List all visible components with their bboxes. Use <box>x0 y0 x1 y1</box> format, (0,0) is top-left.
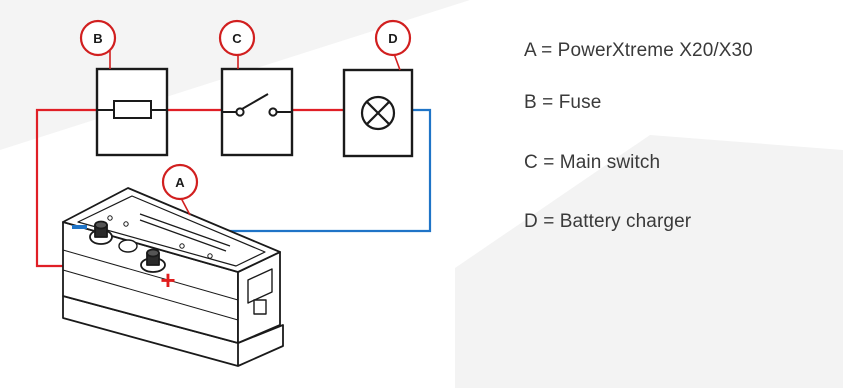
callout-b: B <box>79 19 117 57</box>
callout-a: A <box>161 163 199 201</box>
callout-a-ring <box>161 163 199 201</box>
negative-polarity-mark <box>72 225 87 229</box>
battery-indicator <box>118 239 138 253</box>
positive-polarity-mark: + <box>160 265 175 295</box>
fuse-component <box>95 67 169 157</box>
battery-top-inner <box>77 195 266 267</box>
legend-item-b: B = Fuse <box>524 92 602 113</box>
positive-terminal-cap <box>146 248 160 258</box>
battery-side-handle <box>247 268 273 304</box>
negative-wire <box>101 108 432 233</box>
legend-item-c: C = Main switch <box>524 152 661 173</box>
watermark-shape-right <box>455 135 843 388</box>
battery-front-groove-1 <box>62 249 239 301</box>
callout-d-letter: D <box>388 31 397 46</box>
legend-item-d: D = Battery charger <box>524 211 692 232</box>
battery-screw-1 <box>107 215 113 221</box>
battery-label-strip <box>139 213 231 247</box>
callout-a-letter: A <box>175 175 185 190</box>
callout-c-letter: C <box>232 31 242 46</box>
switch-contact-left <box>235 107 245 117</box>
callout-d: D <box>374 19 412 57</box>
battery-label-strip-2 <box>139 219 227 252</box>
callout-c: C <box>218 19 256 57</box>
main-switch-component <box>220 67 294 157</box>
fuse-symbol <box>113 100 152 119</box>
battery-screw-4 <box>207 253 213 259</box>
callout-b-ring <box>79 19 117 57</box>
battery-front-groove-2 <box>62 269 239 321</box>
callout-c-ring <box>218 19 256 57</box>
callout-a-leader <box>180 197 191 216</box>
callout-d-ring <box>374 19 412 57</box>
switch-contact-right <box>268 107 278 117</box>
switch-lever <box>241 93 269 110</box>
battery-screw-3 <box>179 243 185 249</box>
callout-b-letter: B <box>93 31 102 46</box>
legend-item-a: A = PowerXtreme X20/X30 <box>524 40 753 61</box>
charger-component <box>342 68 414 158</box>
battery-side-port <box>253 299 267 315</box>
battery-screw-2 <box>123 221 129 227</box>
negative-terminal-cap <box>94 220 108 230</box>
charger-lamp-cross-2 <box>365 100 391 126</box>
battery-illustration <box>62 187 284 367</box>
